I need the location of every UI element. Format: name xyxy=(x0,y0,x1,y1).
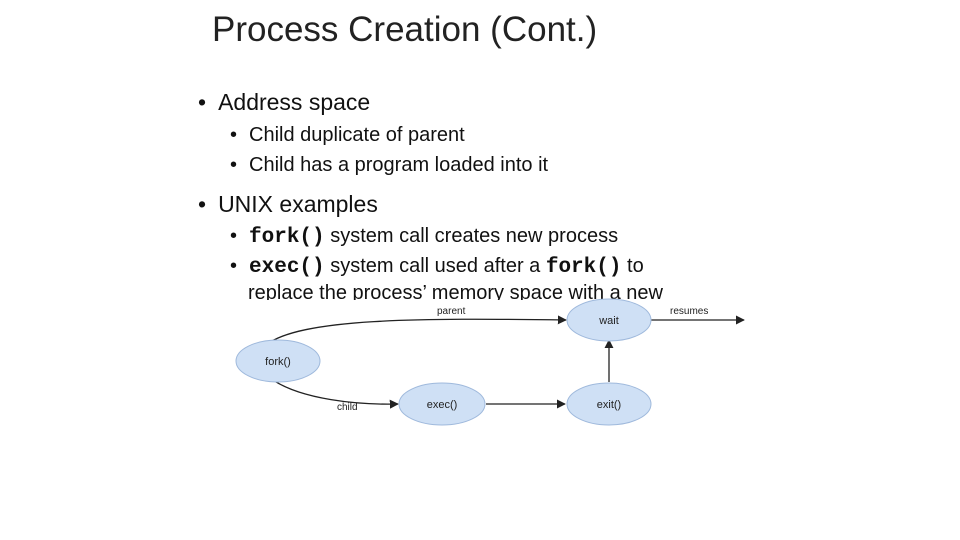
bullet-marker: • xyxy=(230,124,238,146)
clipped-line: replace the process’ memory space with a… xyxy=(248,279,808,300)
bullet-exec: •exec() system call used after a fork() … xyxy=(230,255,644,279)
exec-text-c: replace the process’ memory space with a… xyxy=(248,282,663,300)
exec-text-b: to xyxy=(621,255,644,277)
bullet-unix-examples: • UNIX examples xyxy=(198,191,378,218)
node-label-exit: exit() xyxy=(597,399,621,411)
bullet-text: UNIX examples xyxy=(218,191,378,217)
node-exit xyxy=(566,382,652,426)
fork-code: fork() xyxy=(249,226,325,249)
edge-fork-to-wait xyxy=(265,315,567,346)
edge-label-resumes: resumes xyxy=(670,306,708,317)
node-exec xyxy=(398,382,486,426)
bullet-marker: • xyxy=(230,255,238,277)
bullet-address-space: • Address space xyxy=(198,89,370,116)
edge-label-child: child xyxy=(337,402,358,413)
node-fork xyxy=(235,339,321,383)
edge-fork-to-exec xyxy=(269,377,399,409)
bullet-text: Address space xyxy=(218,89,371,115)
fork-text: system call creates new process xyxy=(324,225,619,247)
bullet-marker: • xyxy=(230,154,238,176)
bullet-marker: • xyxy=(230,225,238,247)
exec-code: exec() xyxy=(249,256,325,279)
bullet-marker: • xyxy=(198,89,207,115)
bullet-child-program: • Child has a program loaded into it xyxy=(230,154,548,177)
bullet-child-duplicate: • Child duplicate of parent xyxy=(230,124,465,147)
bullet-fork: • fork() system call creates new process xyxy=(230,225,618,249)
node-wait xyxy=(566,298,652,342)
node-label-fork: fork() xyxy=(265,356,291,368)
node-label-exec: exec() xyxy=(427,399,458,411)
bullet-marker: • xyxy=(198,191,207,217)
slide-title: Process Creation (Cont.) xyxy=(212,10,598,49)
node-label-wait: wait xyxy=(598,315,619,327)
exec-text-a: system call used after a xyxy=(324,255,546,277)
edge-label-parent: parent xyxy=(437,306,466,317)
bullet-text: Child duplicate of parent xyxy=(249,124,465,146)
exec-fork-code: fork() xyxy=(545,256,622,279)
bullet-text: Child has a program loaded into it xyxy=(249,154,549,176)
